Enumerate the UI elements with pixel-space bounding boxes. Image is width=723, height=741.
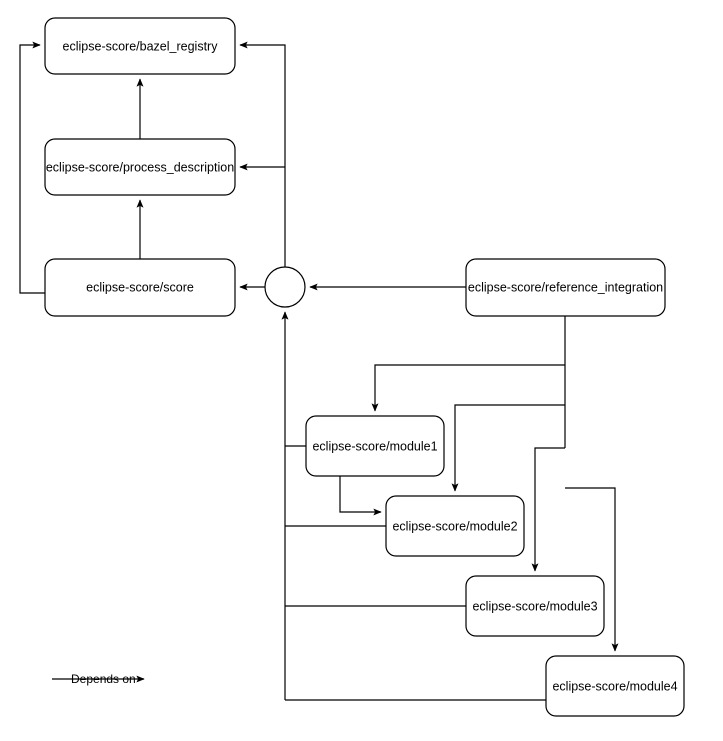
node-bazel-registry[interactable]: eclipse-score/bazel_registry xyxy=(44,17,236,75)
node-module1-box[interactable] xyxy=(305,415,445,477)
node-module2-label: eclipse-score/module2 xyxy=(392,519,517,533)
node-module1-label: eclipse-score/module1 xyxy=(312,439,437,453)
edge-reference-integration-to-module3 xyxy=(531,447,565,572)
edge-score-to-bazel-registry xyxy=(19,41,45,294)
fan-in-junction-node[interactable] xyxy=(264,266,306,308)
node-module4-label: eclipse-score/module4 xyxy=(552,679,677,693)
node-module4[interactable]: eclipse-score/module4 xyxy=(545,655,685,717)
node-process-description-box[interactable] xyxy=(44,138,236,196)
node-process-description[interactable]: eclipse-score/process_description xyxy=(44,138,236,196)
node-layer: eclipse-score/bazel_registry eclipse-sco… xyxy=(44,17,685,717)
node-module3-label: eclipse-score/module3 xyxy=(472,599,597,613)
node-score-box[interactable] xyxy=(44,258,236,317)
node-module3-box[interactable] xyxy=(465,575,605,637)
edge-layer xyxy=(19,41,619,701)
node-score-label: eclipse-score/score xyxy=(86,280,194,294)
node-module4-box[interactable] xyxy=(545,655,685,717)
node-module2[interactable]: eclipse-score/module2 xyxy=(385,495,525,557)
edge-module1-to-module2 xyxy=(339,476,382,516)
edge-junction-to-bazel-registry xyxy=(239,41,286,267)
edge-reference-integration-to-module2 xyxy=(451,404,565,492)
node-module2-box[interactable] xyxy=(385,495,525,557)
node-bazel-registry-box[interactable] xyxy=(44,17,236,75)
node-reference-integration[interactable]: eclipse-score/reference_integration xyxy=(465,258,666,317)
node-score[interactable]: eclipse-score/score xyxy=(44,258,236,317)
node-bazel-registry-label: eclipse-score/bazel_registry xyxy=(63,39,219,53)
node-process-description-label: eclipse-score/process_description xyxy=(46,160,234,174)
node-module1[interactable]: eclipse-score/module1 xyxy=(305,415,445,477)
edge-reference-integration-to-module4 xyxy=(565,487,619,652)
legend: Depends on xyxy=(52,672,145,686)
node-reference-integration-label: eclipse-score/reference_integration xyxy=(468,280,663,294)
node-reference-integration-box[interactable] xyxy=(465,258,666,317)
node-module3[interactable]: eclipse-score/module3 xyxy=(465,575,605,637)
legend-depends-on-label: Depends on xyxy=(71,672,136,686)
edge-reference-integration-to-module1 xyxy=(371,364,565,412)
